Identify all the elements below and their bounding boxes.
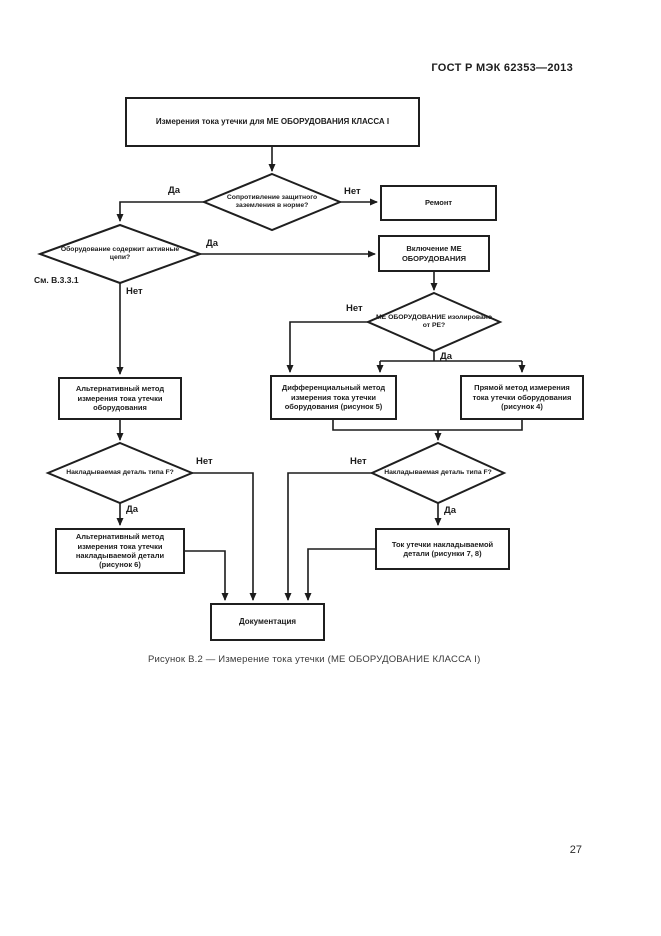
edge-label-no: Нет (344, 186, 361, 197)
edge-label-no: Нет (350, 456, 367, 467)
page-number: 27 (569, 844, 582, 856)
edge-label-no: Нет (196, 456, 213, 467)
diamond-applied-part-left (45, 441, 195, 505)
decision-ground-text: Сопротивление защитного заземления в нор… (226, 193, 318, 209)
edge-label-yes: Да (206, 238, 219, 249)
connector (332, 420, 438, 431)
connector (304, 548, 375, 601)
figure-caption: Рисунок В.2 — Измерение тока утечки (МЕ … (148, 654, 481, 665)
decision-active-text: Оборудование содержит активные цепи? (60, 245, 180, 261)
decision-applied-left-text: Накладываемая деталь типа F? (66, 468, 174, 476)
connector (438, 420, 523, 431)
diamond-isolated-from-pe (365, 291, 503, 353)
edge-label-yes: Да (168, 185, 181, 196)
connector (116, 201, 204, 222)
edge-label-yes: Да (444, 505, 457, 516)
start-box: Измерения тока утечки для МЕ ОБОРУДОВАНИ… (125, 97, 420, 147)
diamond-ground-ok (201, 172, 343, 232)
edge-label-yes: Да (440, 351, 453, 362)
differential-method-box: Дифференциальный метод измерения тока ут… (270, 375, 397, 420)
edge-label-no: Нет (126, 286, 143, 297)
alt-method-applied-part-box: Альтернативный метод измерения тока утеч… (55, 528, 185, 574)
edge-label-no: Нет (346, 303, 363, 314)
direct-method-box: Прямой метод измерения тока утечки обору… (460, 375, 584, 420)
connector (192, 472, 257, 601)
diamond-applied-part-right (369, 441, 507, 505)
power-on-box: Включение МЕ ОБОРУДОВАНИЯ (378, 235, 490, 272)
clause-reference: См. В.3.3.1 (34, 275, 79, 285)
applied-part-leakage-box: Ток утечки накладываемой детали (рисунки… (375, 528, 510, 570)
repair-box: Ремонт (380, 185, 497, 221)
connector (185, 550, 229, 601)
connector (286, 321, 368, 373)
edge-label-yes: Да (126, 504, 139, 515)
decision-isolated-text: МЕ ОБОРУДОВАНИЕ изолировано от РЕ? (376, 313, 492, 329)
decision-applied-right-text: Накладываемая деталь типа F? (384, 468, 492, 476)
alt-method-equipment-box: Альтернативный метод измерения тока утеч… (58, 377, 182, 420)
standard-header: ГОСТ Р МЭК 62353—2013 (431, 62, 573, 74)
documentation-box: Документация (210, 603, 325, 641)
connector (284, 472, 372, 601)
diamond-active-circuits (37, 223, 203, 285)
